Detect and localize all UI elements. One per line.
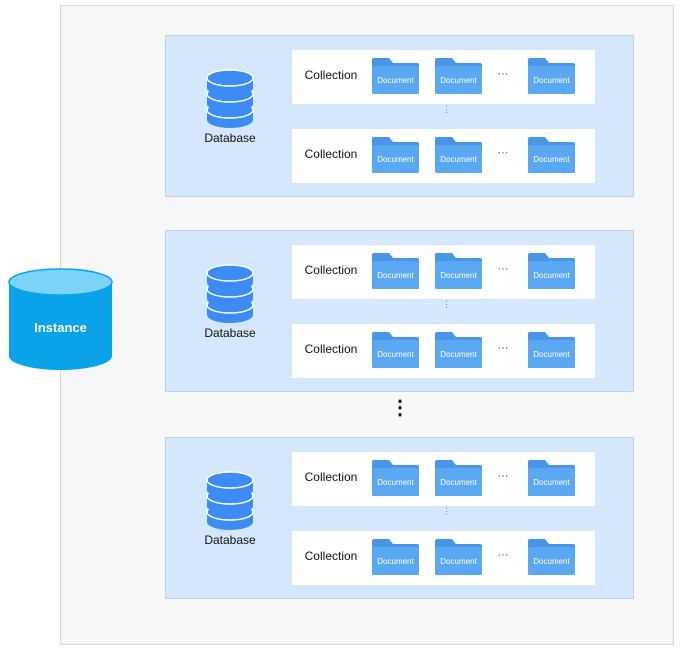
document-label: Document xyxy=(377,155,414,164)
folder-icon xyxy=(528,539,575,575)
document-folder: Document xyxy=(435,58,482,94)
document-folder: Document xyxy=(528,253,575,289)
document-label: Document xyxy=(440,271,477,280)
more-documents-ellipsis: ··· xyxy=(497,263,509,275)
database-icon xyxy=(205,263,255,325)
document-label: Document xyxy=(440,350,477,359)
instance-cylinder: Instance xyxy=(8,268,113,372)
more-documents-ellipsis: ··· xyxy=(497,342,509,354)
document-folder: Document xyxy=(372,460,419,496)
document-label: Document xyxy=(533,271,570,280)
document-label: Document xyxy=(377,478,414,487)
database-icon xyxy=(205,470,255,532)
document-label: Document xyxy=(533,478,570,487)
document-folder: Document xyxy=(528,332,575,368)
document-folder: Document xyxy=(528,137,575,173)
folder-icon xyxy=(372,539,419,575)
database-label: Database xyxy=(204,326,256,340)
more-databases-ellipsis: ⋮ xyxy=(390,397,410,419)
document-label: Document xyxy=(533,557,570,566)
folder-icon xyxy=(372,460,419,496)
document-label: Document xyxy=(377,350,414,359)
folder-icon xyxy=(372,253,419,289)
folder-icon xyxy=(528,332,575,368)
folder-icon xyxy=(372,58,419,94)
more-documents-ellipsis: ··· xyxy=(497,549,509,561)
document-label: Document xyxy=(377,76,414,85)
database-label: Database xyxy=(204,533,256,547)
collection-label: Collection xyxy=(304,470,358,484)
document-label: Document xyxy=(377,557,414,566)
document-label: Document xyxy=(440,155,477,164)
folder-icon xyxy=(435,460,482,496)
database-icon xyxy=(205,68,255,130)
folder-icon xyxy=(528,58,575,94)
more-collections-ellipsis: ⋮ xyxy=(442,104,451,114)
document-label: Document xyxy=(440,557,477,566)
more-documents-ellipsis: ··· xyxy=(497,470,509,482)
instance-cylinder-icon xyxy=(8,268,113,370)
folder-icon xyxy=(435,332,482,368)
collection-label: Collection xyxy=(304,68,358,82)
collection-label: Collection xyxy=(304,342,358,356)
document-folder: Document xyxy=(372,58,419,94)
document-label: Document xyxy=(440,76,477,85)
collection-label: Collection xyxy=(304,549,358,563)
collection-label: Collection xyxy=(304,147,358,161)
more-documents-ellipsis: ··· xyxy=(497,68,509,80)
document-folder: Document xyxy=(372,253,419,289)
collection-row: Collection Document Document Document ··· xyxy=(292,50,595,104)
document-folder: Document xyxy=(435,332,482,368)
folder-icon xyxy=(528,253,575,289)
document-label: Document xyxy=(533,76,570,85)
document-folder: Document xyxy=(435,253,482,289)
collection-row: Collection Document Document Document ··· xyxy=(292,452,595,506)
collection-row: Collection Document Document Document ··· xyxy=(292,531,595,585)
document-folder: Document xyxy=(372,539,419,575)
document-folder: Document xyxy=(372,332,419,368)
document-folder: Document xyxy=(435,460,482,496)
collection-row: Collection Document Document Document ··· xyxy=(292,129,595,183)
document-folder: Document xyxy=(528,460,575,496)
instance-label: Instance xyxy=(34,320,87,335)
folder-icon xyxy=(435,253,482,289)
document-folder: Document xyxy=(528,58,575,94)
more-collections-ellipsis: ⋮ xyxy=(442,299,451,309)
collection-label: Collection xyxy=(304,263,358,277)
folder-icon xyxy=(528,137,575,173)
folder-icon xyxy=(435,539,482,575)
document-label: Document xyxy=(377,271,414,280)
document-folder: Document xyxy=(528,539,575,575)
document-label: Document xyxy=(533,350,570,359)
folder-icon xyxy=(372,137,419,173)
database-label: Database xyxy=(204,131,256,145)
document-folder: Document xyxy=(372,137,419,173)
folder-icon xyxy=(435,137,482,173)
more-documents-ellipsis: ··· xyxy=(497,147,509,159)
folder-icon xyxy=(435,58,482,94)
more-collections-ellipsis: ⋮ xyxy=(442,506,451,516)
document-folder: Document xyxy=(435,137,482,173)
document-label: Document xyxy=(440,478,477,487)
folder-icon xyxy=(528,460,575,496)
document-label: Document xyxy=(533,155,570,164)
collection-row: Collection Document Document Document ··· xyxy=(292,245,595,299)
folder-icon xyxy=(372,332,419,368)
document-folder: Document xyxy=(435,539,482,575)
collection-row: Collection Document Document Document ··· xyxy=(292,324,595,378)
